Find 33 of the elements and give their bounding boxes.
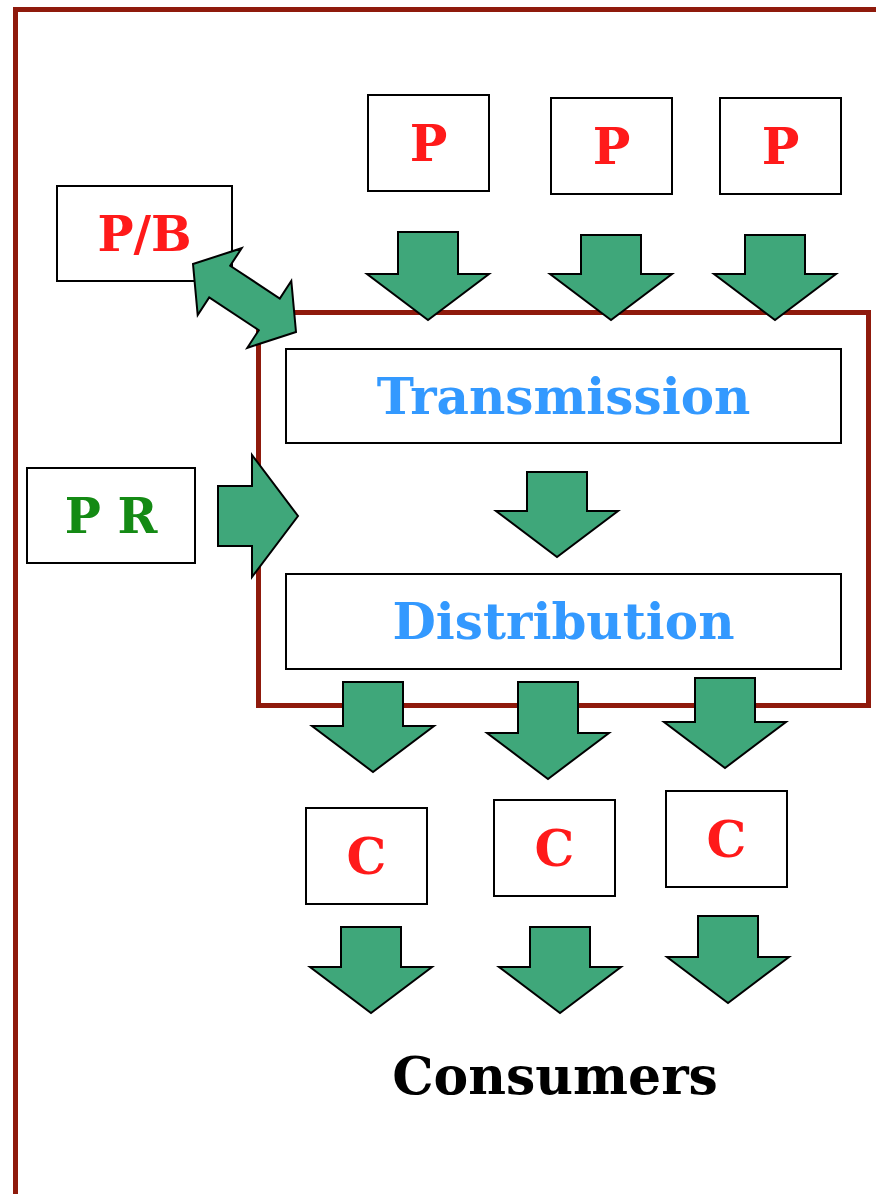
block-arrow <box>496 926 624 1015</box>
node-box <box>493 799 616 897</box>
node-box <box>665 790 788 888</box>
caption-label: Consumers <box>392 1044 718 1106</box>
node-box <box>719 97 842 195</box>
block-arrow <box>547 234 675 322</box>
node-box <box>56 185 233 282</box>
node-box <box>367 94 490 192</box>
block-arrow <box>661 677 789 770</box>
node-box <box>305 807 428 905</box>
node-box <box>26 467 196 564</box>
node-box <box>550 97 673 195</box>
node-label: Transmission <box>376 366 751 426</box>
block-arrow <box>307 926 435 1015</box>
block-arrow <box>364 231 492 322</box>
node-label: P/B <box>97 205 192 262</box>
node-label: P <box>592 116 631 176</box>
node-label: C <box>346 826 387 886</box>
node-label: P <box>761 116 800 176</box>
node-label: C <box>534 818 575 878</box>
block-arrow <box>309 681 437 774</box>
node-label: P R <box>64 487 158 544</box>
node-box <box>285 348 842 444</box>
block-arrow <box>484 681 612 781</box>
double-block-arrow <box>191 246 298 350</box>
block-arrow <box>493 471 621 559</box>
node-label: Distribution <box>392 592 735 651</box>
node-label: P <box>409 113 448 173</box>
block-arrow <box>711 234 839 322</box>
node-box <box>285 573 842 670</box>
block-arrow <box>664 915 792 1005</box>
block-arrow <box>217 452 300 580</box>
node-label: C <box>706 809 747 869</box>
